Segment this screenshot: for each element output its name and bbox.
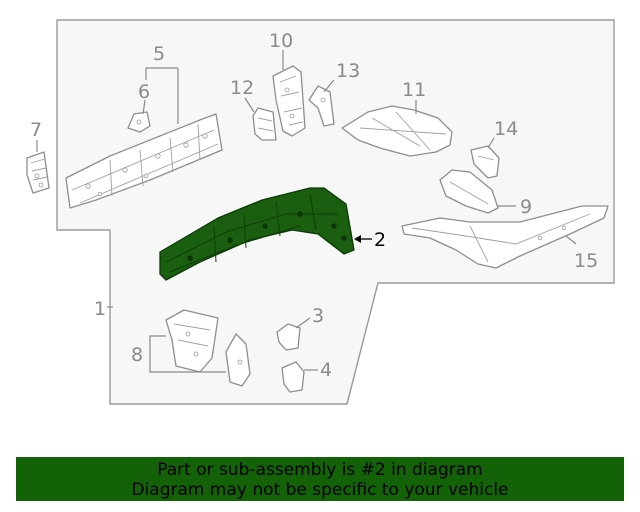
leader-5	[145, 67, 179, 124]
callout-5: 5	[153, 43, 165, 65]
part-7-bracket	[26, 151, 50, 194]
part-13-bracket	[308, 85, 335, 127]
callout-3: 3	[312, 305, 324, 327]
arrow-2	[354, 235, 361, 243]
part-5-side-rail	[65, 113, 223, 209]
callout-8: 8	[131, 344, 143, 366]
callout-11: 11	[402, 79, 426, 101]
callout-7: 7	[30, 119, 42, 141]
callout-6: 6	[138, 81, 150, 103]
leader-14	[487, 137, 495, 149]
parts-diagram: 1 2 3 4 5 6 7 8 9 10 11 12 13 14 15	[26, 19, 615, 405]
leader-3	[295, 317, 311, 329]
part-2-highlighted-rail	[159, 187, 355, 281]
callout-labels: 1 2 3 4 5 6 7 8 9 10 11 12 13 14 15	[30, 30, 598, 381]
part-15-sill	[401, 205, 609, 269]
info-banner: Part or sub-assembly is #2 in diagram Di…	[16, 457, 624, 501]
callout-14: 14	[494, 118, 518, 140]
leader-8	[149, 335, 226, 373]
part-8-brackets	[165, 309, 251, 387]
part-11-panel	[341, 105, 453, 157]
part-14-bracket	[470, 145, 500, 179]
part-9-trough	[439, 169, 499, 214]
banner-line-1: Part or sub-assembly is #2 in diagram	[157, 460, 483, 480]
callout-1: 1	[94, 298, 106, 320]
callout-2: 2	[374, 229, 386, 251]
part-10-brace	[272, 65, 306, 137]
leader-15	[565, 235, 577, 245]
callout-9: 9	[520, 196, 532, 218]
leader-lines	[36, 50, 577, 373]
callout-10: 10	[269, 30, 293, 52]
part-12-bracket	[252, 107, 277, 141]
callout-4: 4	[320, 359, 332, 381]
banner-line-2: Diagram may not be specific to your vehi…	[131, 480, 509, 500]
part-4-clip	[281, 361, 305, 393]
leader-12	[244, 97, 255, 113]
callout-15: 15	[574, 250, 598, 272]
callout-13: 13	[336, 60, 360, 82]
part-6-gusset	[127, 111, 151, 133]
callout-12: 12	[230, 77, 254, 99]
part-3-clip	[276, 323, 301, 351]
leader-13	[323, 79, 335, 93]
leader-6	[142, 99, 146, 115]
